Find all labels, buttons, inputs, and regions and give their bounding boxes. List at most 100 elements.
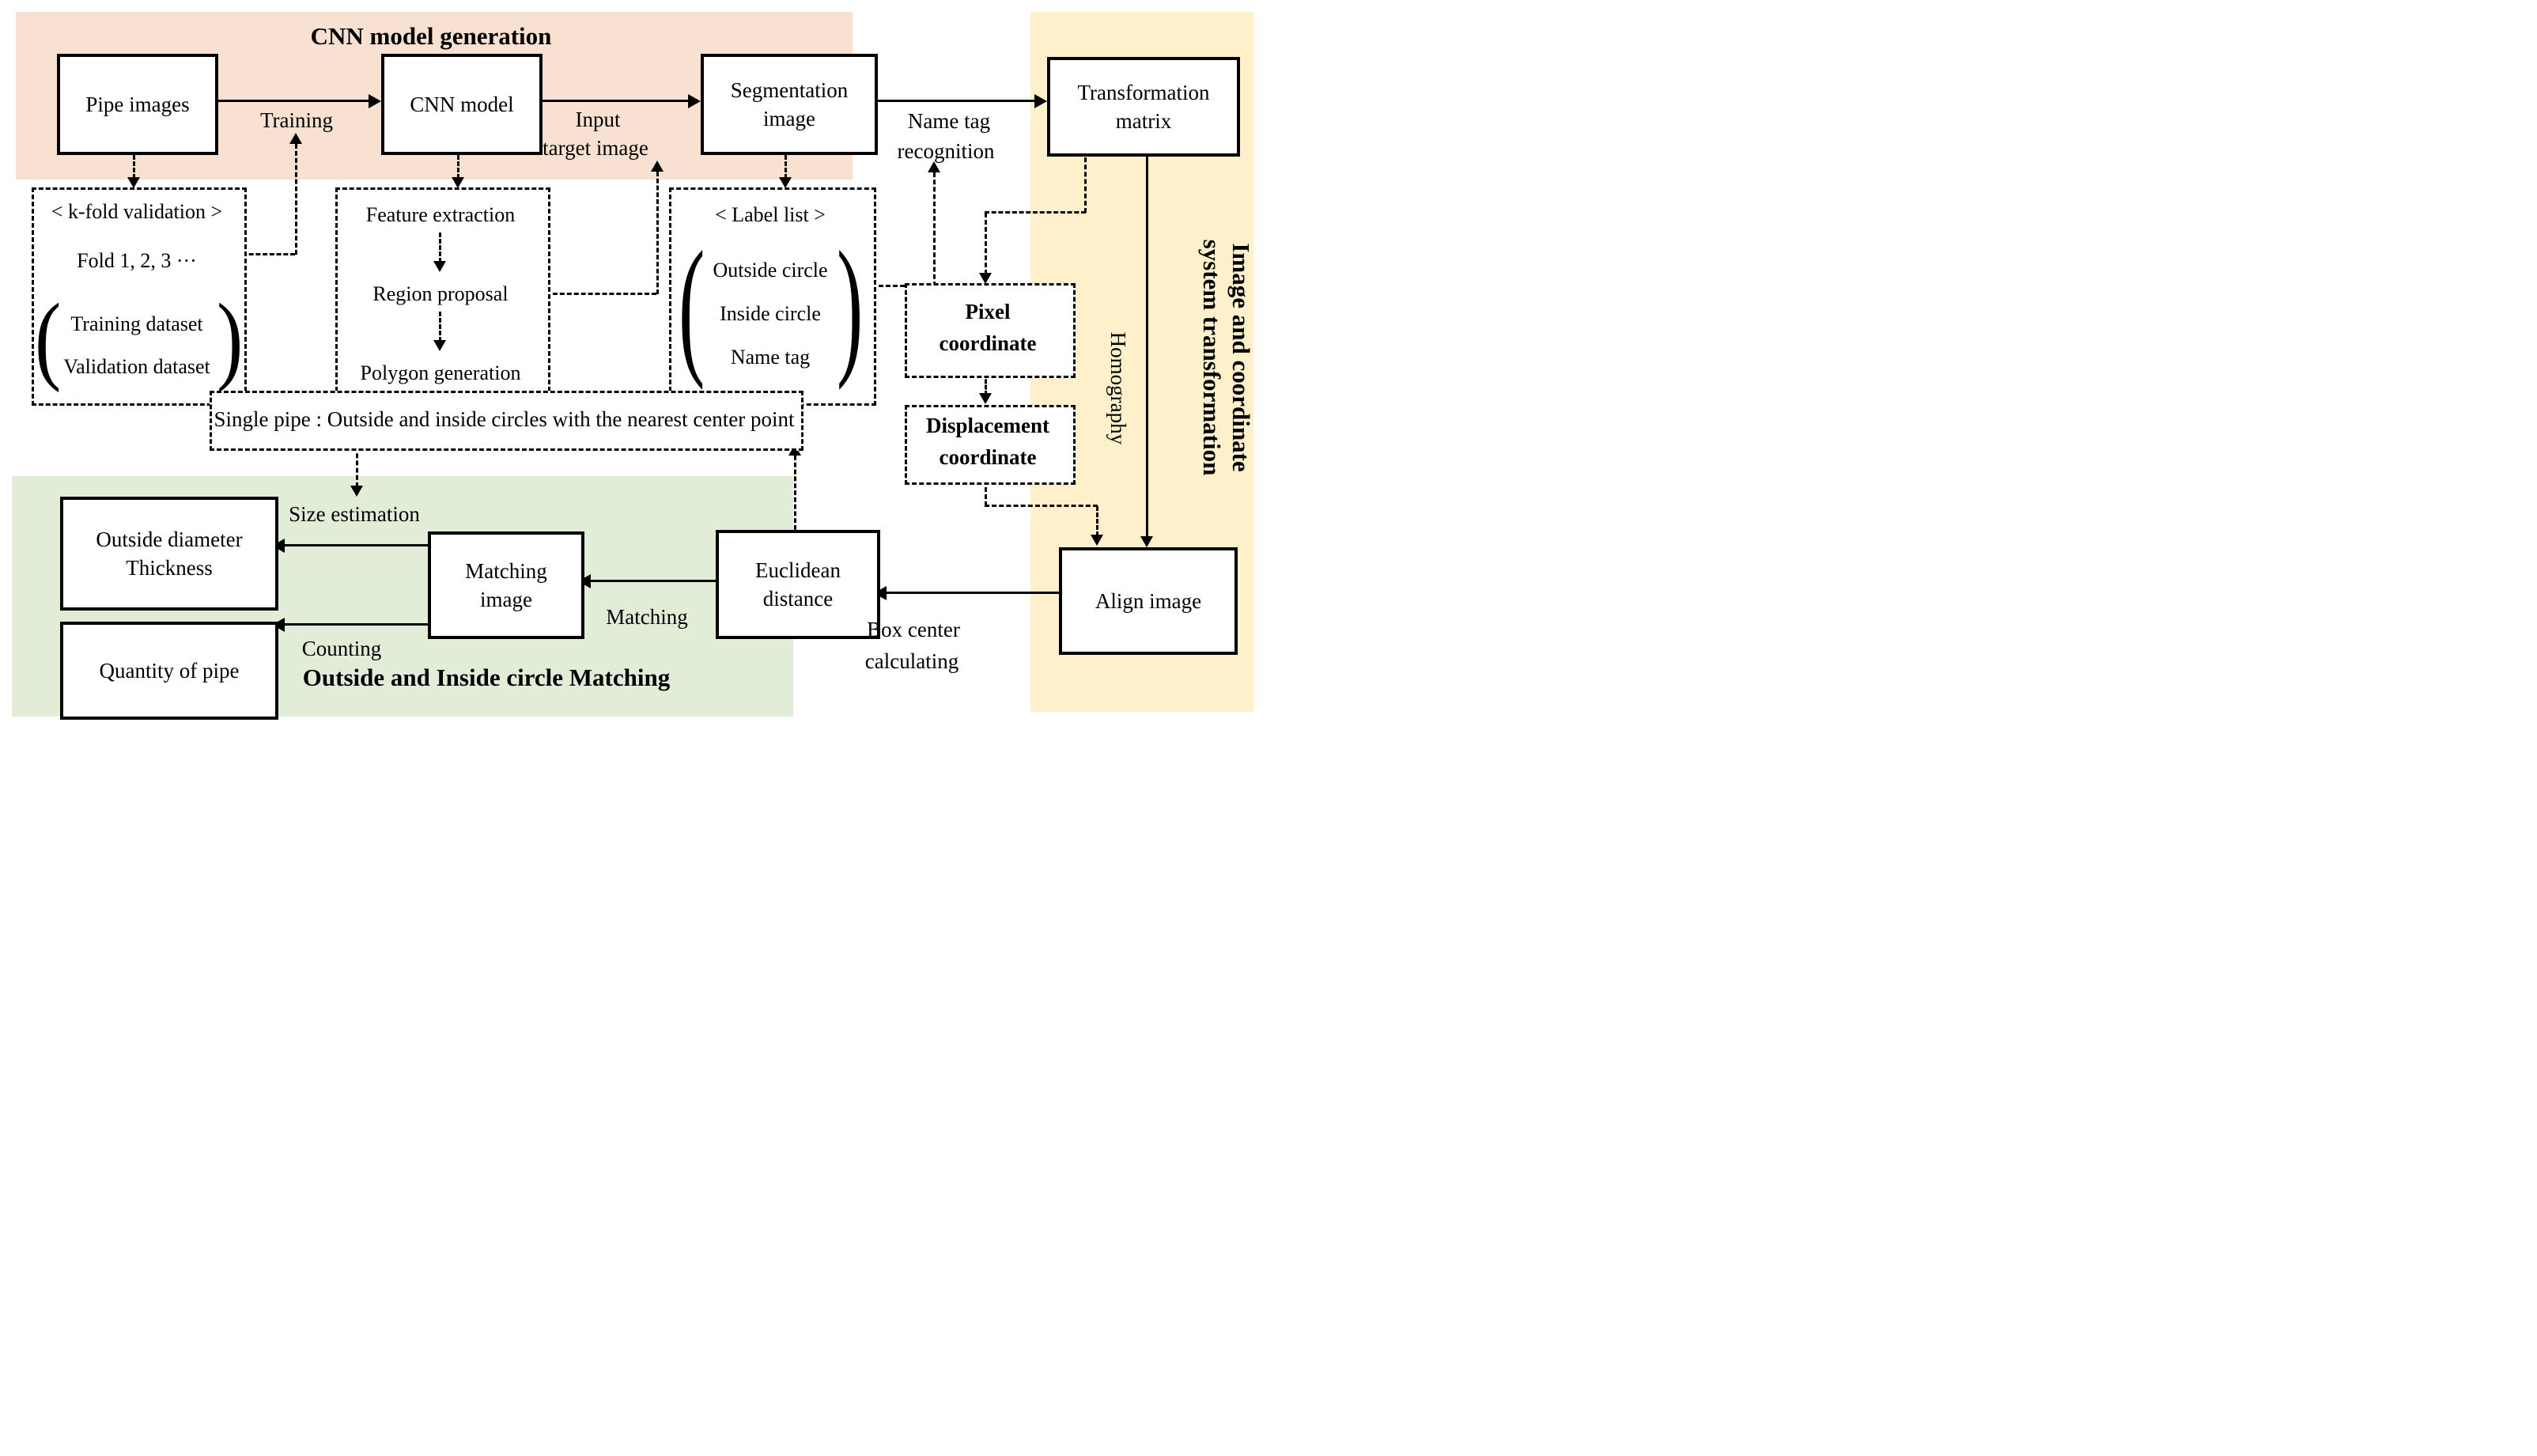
- label-calculating: calculating: [864, 649, 959, 673]
- step-region-proposal: Region proposal: [372, 282, 509, 305]
- title-image-coordinate-transformation: Image and coordinate system transformati…: [1197, 231, 1256, 484]
- arrowhead-pipe-to-kfold: [127, 177, 140, 188]
- edge-labellist-elbow: [872, 285, 933, 287]
- arrowhead-rule-to-size-estimation: [350, 486, 363, 497]
- node-matching-image: Matching image: [428, 531, 584, 639]
- edge-cnn-to-segmentation: [536, 100, 689, 102]
- euclidean-distance-line2: distance: [762, 587, 834, 611]
- edge-rule-to-size-estimation: [356, 446, 358, 487]
- label-recognition: recognition: [897, 139, 995, 163]
- pipe-images-label: Pipe images: [85, 92, 190, 116]
- edge-segmentation-to-label-list: [785, 149, 787, 179]
- edge-segmentation-to-transformation: [872, 100, 1035, 102]
- k-fold-item-validation-dataset: Validation dataset: [63, 355, 210, 378]
- single-pipe-rule-text: Single pipe : Outside and inside circles…: [214, 407, 795, 431]
- arrowhead-to-pixel: [979, 273, 992, 284]
- label-training: Training: [259, 108, 334, 132]
- edge-pixel-to-displacement: [985, 373, 987, 395]
- edge-euclidean-to-matching: [590, 580, 716, 582]
- node-pixel-coordinate: [905, 283, 1076, 378]
- edge-transformation-down: [1084, 150, 1087, 213]
- arrowhead-training: [289, 133, 302, 144]
- edge-homography: [1146, 150, 1148, 536]
- edge-cnn-to-steps: [457, 149, 459, 179]
- edge-pipe-to-kfold: [133, 149, 135, 179]
- title-transform-line2: system transformation: [1197, 239, 1226, 476]
- label-counting: Counting: [301, 637, 382, 660]
- k-fold-paren-open: (: [35, 283, 62, 393]
- label-input: Input: [575, 108, 621, 131]
- edge-kfold-elbow: [242, 253, 295, 255]
- node-displacement-coordinate: [905, 405, 1076, 485]
- k-fold-subtitle: Fold 1, 2, 3 ···: [77, 249, 197, 272]
- label-box-center: Box center: [867, 618, 960, 641]
- label-matching: Matching: [606, 605, 688, 629]
- edge-matching-to-quantity: [285, 623, 428, 626]
- edge-align-to-euclidean: [886, 592, 1059, 594]
- arrowhead-segmentation-to-label-list: [779, 177, 792, 188]
- edge-displacement-elbow: [985, 505, 1098, 507]
- arrowhead-pixel-to-displacement: [979, 393, 992, 404]
- pixel-coordinate-line2: coordinate: [939, 331, 1037, 355]
- label-homography: Homography: [1106, 331, 1130, 445]
- node-quantity-of-pipe: Quantity of pipe: [60, 622, 278, 720]
- note-cnn-steps: [335, 187, 550, 406]
- k-fold-title: < k-fold validation >: [51, 200, 223, 223]
- arrowhead-cnn-to-segmentation: [688, 94, 701, 108]
- k-fold-item-training-dataset: Training dataset: [70, 312, 203, 335]
- outside-diameter-line2: Thickness: [126, 556, 213, 580]
- note-k-fold-validation: [32, 187, 247, 406]
- node-align-image: Align image: [1059, 547, 1238, 655]
- arrowhead-feature-to-region: [433, 261, 446, 272]
- node-transformation-matrix: Transformation matrix: [1047, 57, 1240, 157]
- edge-to-align: [1096, 506, 1098, 536]
- edge-euclidean-to-rule: [794, 456, 796, 530]
- edge-displacement-down: [985, 480, 987, 506]
- matching-image-line1: Matching: [465, 558, 547, 583]
- pixel-coordinate-line1: Pixel: [965, 300, 1011, 323]
- label-name-tag: Name tag: [907, 109, 991, 133]
- edge-to-pixel: [985, 213, 987, 274]
- outside-diameter-line1: Outside diameter: [96, 527, 243, 551]
- node-segmentation-image: Segmentation image: [701, 54, 878, 155]
- title-circle-matching: Outside and Inside circle Matching: [302, 664, 671, 691]
- title-transform-line1: Image and coordinate: [1227, 243, 1255, 472]
- label-list-paren-open: (: [679, 219, 705, 391]
- label-list-paren-close: ): [837, 219, 864, 391]
- label-target-image: target image: [543, 136, 648, 160]
- edge-labellist-to-nametag: [933, 172, 936, 286]
- edge-kfold-to-training: [295, 144, 297, 255]
- quantity-of-pipe-label: Quantity of pipe: [99, 658, 240, 683]
- node-euclidean-distance: Euclidean distance: [716, 530, 880, 639]
- displacement-coordinate-line1: Displacement: [926, 414, 1049, 437]
- displacement-coordinate-line2: coordinate: [939, 445, 1037, 469]
- arrowhead-region-to-polygon: [433, 340, 446, 351]
- segmentation-image-line2: image: [763, 107, 815, 130]
- node-pipe-images: Pipe images: [57, 54, 218, 155]
- arrowhead-name-tag-recognition: [928, 161, 940, 172]
- arrowhead-input-target: [651, 161, 664, 172]
- label-list-item-inside-circle: Inside circle: [720, 302, 821, 325]
- pipeline-diagram: CNN model generation Outside and Inside …: [0, 0, 1268, 728]
- edge-steps-to-input: [656, 172, 659, 294]
- arrowhead-homography-to-align: [1140, 536, 1153, 547]
- edge-matching-to-outside-diameter: [285, 544, 428, 546]
- arrowhead-segmentation-to-transformation: [1034, 94, 1047, 108]
- edge-transformation-elbow: [985, 211, 1086, 214]
- label-size-estimation: Size estimation: [289, 502, 420, 526]
- edge-steps-elbow: [546, 293, 656, 295]
- note-single-pipe-rule: [210, 391, 803, 451]
- title-cnn-model-generation: CNN model generation: [310, 22, 552, 50]
- edge-pipe-to-cnn: [212, 100, 369, 102]
- label-list-title: < Label list >: [715, 203, 826, 226]
- label-list-item-name-tag: Name tag: [730, 346, 811, 369]
- align-image-label: Align image: [1095, 588, 1202, 613]
- step-polygon-generation: Polygon generation: [360, 361, 521, 384]
- transformation-matrix-line1: Transformation: [1077, 80, 1210, 104]
- arrowhead-to-align: [1091, 535, 1103, 546]
- euclidean-distance-line1: Euclidean: [755, 558, 841, 582]
- edge-region-to-polygon: [439, 312, 441, 342]
- arrowhead-pipe-to-cnn: [369, 94, 381, 108]
- node-outside-diameter-thickness: Outside diameter Thickness: [60, 497, 278, 611]
- label-list-item-outside-circle: Outside circle: [713, 259, 828, 282]
